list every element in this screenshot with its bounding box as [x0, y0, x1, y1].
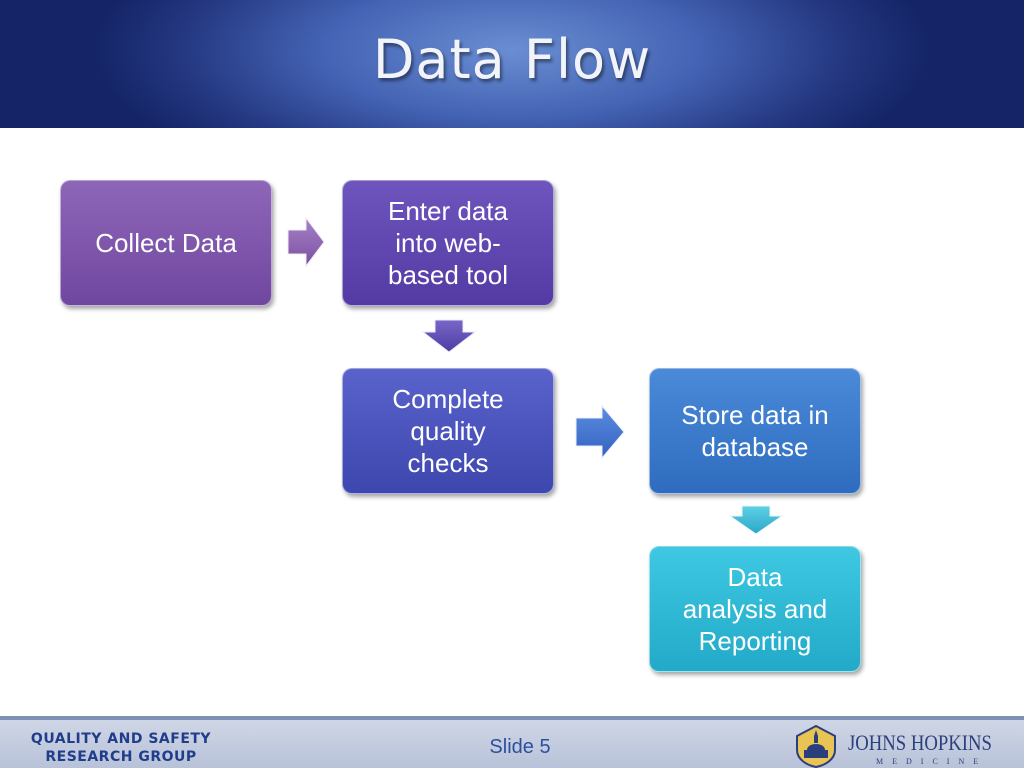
node-label: Collect Data [95, 228, 237, 258]
brand-name: JOHNS HOPKINS [848, 730, 992, 755]
brand-subtitle: MEDICINE [876, 757, 988, 766]
node-label: Data analysis and Reporting [682, 562, 828, 656]
node-store-data: Store data in database [649, 368, 861, 494]
node-label: Store data in database [681, 400, 829, 462]
title-banner: Data Flow [0, 0, 1024, 128]
arrow-right-icon [575, 404, 625, 460]
node-collect-data: Collect Data [60, 180, 272, 306]
node-quality-checks: Complete quality checks [342, 368, 554, 494]
org-line-2: RESEARCH GROUP [45, 749, 197, 765]
org-line-1: QUALITY AND SAFETY [30, 731, 212, 747]
dome-shield-icon [796, 724, 836, 768]
arrow-down-icon [728, 505, 784, 535]
node-label: Enter data into web- based tool [388, 196, 508, 290]
node-data-analysis: Data analysis and Reporting [649, 546, 861, 672]
org-logo-text: QUALITY AND SAFETY RESEARCH GROUP [16, 730, 226, 766]
johns-hopkins-logo: JOHNS HOPKINS MEDICINE [792, 724, 1012, 768]
node-label: Complete quality checks [392, 384, 504, 478]
arrow-right-icon [287, 216, 325, 268]
footer-bar: QUALITY AND SAFETY RESEARCH GROUP Slide … [0, 716, 1024, 768]
slide-number: Slide 5 [489, 736, 551, 758]
slide-title: Data Flow [372, 28, 652, 91]
node-enter-data: Enter data into web- based tool [342, 180, 554, 306]
arrow-down-icon [421, 319, 477, 353]
